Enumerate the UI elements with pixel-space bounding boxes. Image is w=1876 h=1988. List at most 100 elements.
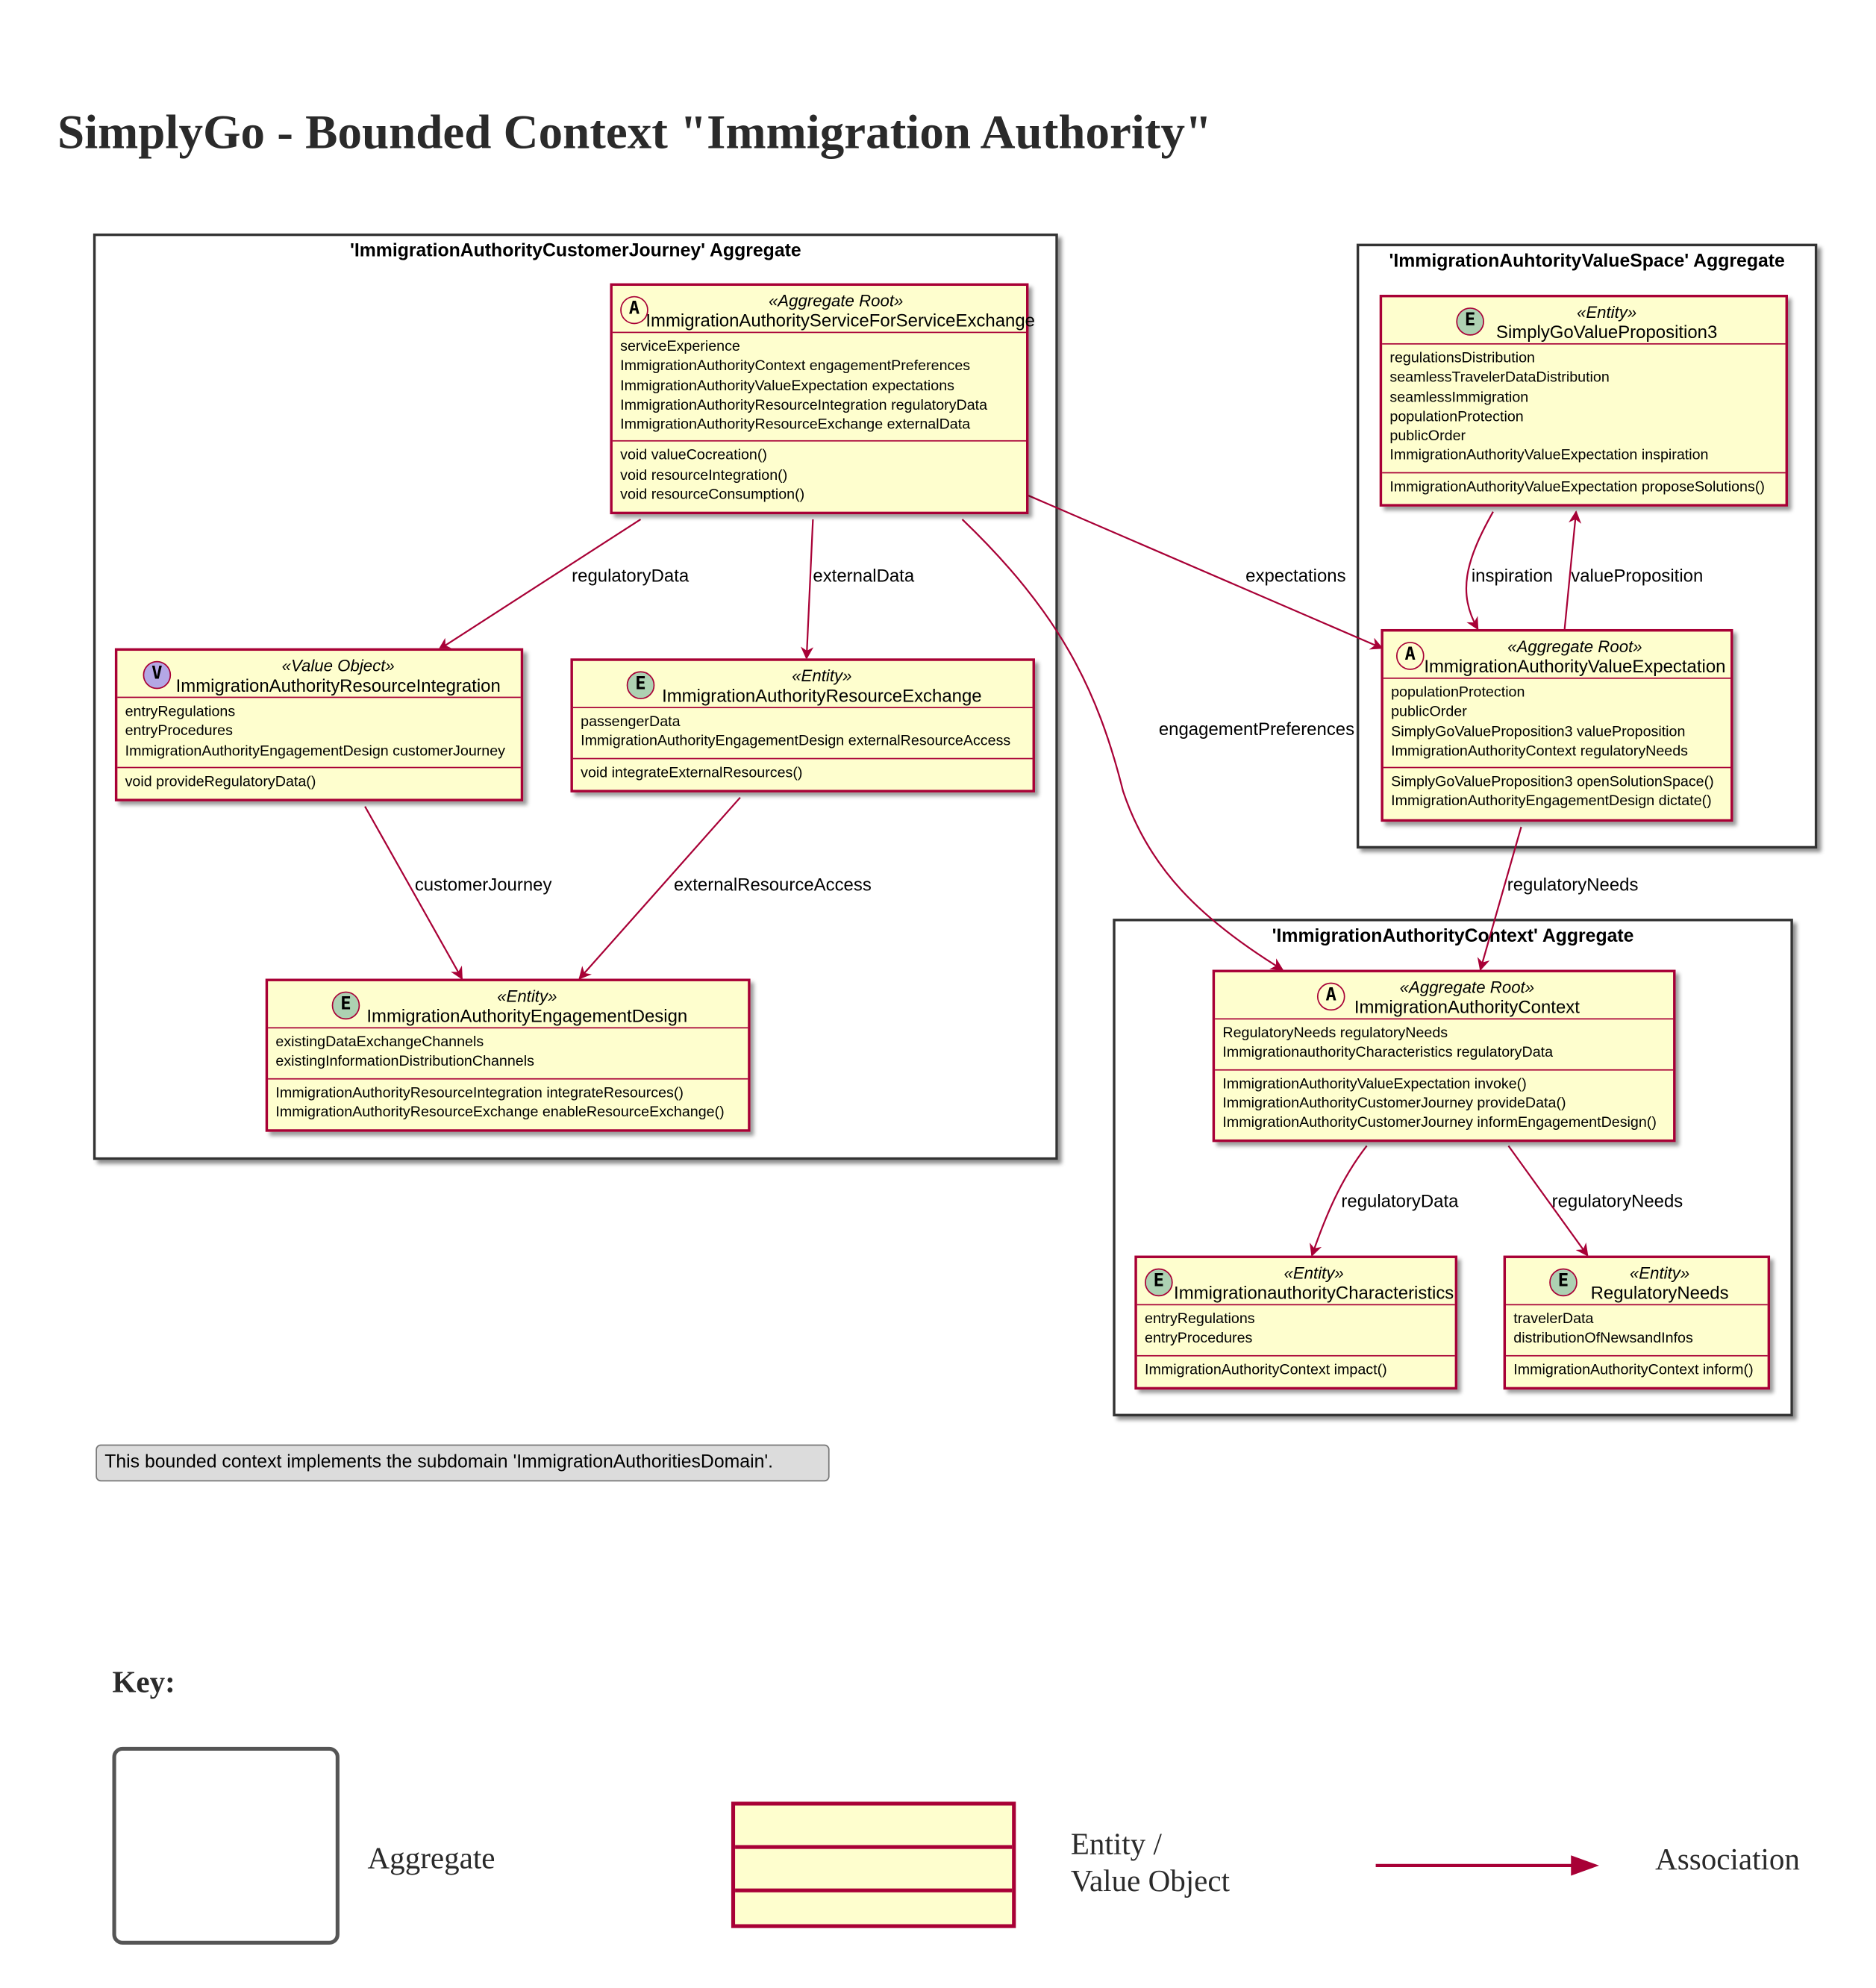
class-stereotype: «Value Object» bbox=[281, 655, 395, 675]
class-name: ImmigrationAuthorityResourceExchange bbox=[662, 685, 982, 706]
class-operations: ImmigrationAuthorityContext inform() bbox=[1506, 1356, 1768, 1387]
aggregate-root-icon: A bbox=[620, 296, 648, 325]
entity-icon: E bbox=[1145, 1268, 1173, 1297]
entity-icon: E bbox=[626, 671, 655, 700]
class-engagement-design[interactable]: E «Entity» ImmigrationAuthorityEngagemen… bbox=[265, 978, 751, 1133]
key-association-arrow-icon bbox=[1375, 1855, 1599, 1876]
class-attribute: seamlessTravelerDataDistribution bbox=[1389, 370, 1610, 386]
class-operations: ImmigrationAuthorityValueExpectation inv… bbox=[1215, 1070, 1673, 1140]
edge-ctx-regulatory-needs bbox=[1507, 1145, 1589, 1257]
class-stereotype: «Entity» bbox=[1576, 302, 1637, 322]
class-attributes: entryRegulations entryProcedures bbox=[1136, 1305, 1455, 1356]
edge-label: externalResourceAccess bbox=[673, 874, 872, 895]
class-operation: void valueCocreation() bbox=[620, 448, 767, 464]
class-operations: void provideRegulatoryData() bbox=[117, 768, 520, 799]
class-operation: ImmigrationAuthorityContext impact() bbox=[1145, 1362, 1387, 1378]
edge-inspiration bbox=[1465, 511, 1494, 631]
class-name: ImmigrationAuthorityResourceIntegration bbox=[175, 675, 501, 696]
class-attribute: seamlessImmigration bbox=[1389, 390, 1529, 406]
class-characteristics[interactable]: E «Entity» ImmigrationauthorityCharacter… bbox=[1134, 1255, 1458, 1390]
edge-customer-journey bbox=[364, 806, 463, 980]
edge-external-resource-access bbox=[578, 796, 741, 980]
edge-label: valueProposition bbox=[1571, 565, 1704, 586]
class-operation: SimplyGoValueProposition3 openSolutionSp… bbox=[1391, 775, 1714, 790]
class-operation: void resourceIntegration() bbox=[620, 468, 788, 484]
class-attribute: publicOrder bbox=[1389, 428, 1466, 445]
class-attribute: entryRegulations bbox=[1145, 1311, 1255, 1328]
entity-icon: E bbox=[1456, 307, 1484, 336]
class-stereotype: «Entity» bbox=[497, 986, 557, 1006]
edge-engagement-preferences bbox=[961, 519, 1284, 971]
edge-label: regulatoryNeeds bbox=[1551, 1190, 1683, 1211]
class-attribute: entryProcedures bbox=[1145, 1331, 1253, 1347]
edge-value-proposition bbox=[1563, 510, 1582, 630]
class-attribute: populationProtection bbox=[1391, 685, 1525, 701]
class-name: ImmigrationauthorityCharacteristics bbox=[1174, 1282, 1454, 1303]
class-attribute: serviceExperience bbox=[620, 339, 740, 355]
key-entity-swatch bbox=[731, 1801, 1016, 1928]
key-aggregate-swatch bbox=[112, 1746, 340, 1945]
class-attribute: ImmigrationAuthorityValueExpectation exp… bbox=[620, 378, 955, 394]
bounded-context-note: This bounded context implements the subd… bbox=[96, 1444, 830, 1482]
class-operation: ImmigrationAuthorityResourceExchange ena… bbox=[275, 1104, 725, 1121]
entity-icon: E bbox=[331, 991, 360, 1020]
entity-icon: E bbox=[1549, 1268, 1578, 1297]
class-name: ImmigrationAuthorityEngagementDesign bbox=[366, 1005, 688, 1026]
aggregate-title: 'ImmigrationAuthorityContext' Aggregate bbox=[1272, 926, 1634, 947]
edge-label: engagementPreferences bbox=[1158, 718, 1355, 740]
class-attribute: ImmigrationAuthorityContext engagementPr… bbox=[620, 358, 971, 375]
class-operations: ImmigrationAuthorityResourceIntegration … bbox=[268, 1079, 748, 1130]
class-attribute: SimplyGoValueProposition3 valuePropositi… bbox=[1391, 724, 1686, 740]
class-operation: void resourceConsumption() bbox=[620, 487, 805, 503]
key-entity-label-line2: Value Object bbox=[1070, 1865, 1230, 1899]
class-operation: void integrateExternalResources() bbox=[581, 765, 803, 781]
class-attribute: entryRegulations bbox=[125, 704, 236, 720]
edge-expectations bbox=[1027, 494, 1383, 650]
class-stereotype: «Aggregate Root» bbox=[1507, 637, 1642, 656]
class-operation: ImmigrationAuthorityResourceIntegration … bbox=[275, 1085, 684, 1101]
edge-label: regulatoryData bbox=[1341, 1190, 1459, 1211]
class-name: RegulatoryNeeds bbox=[1590, 1282, 1729, 1303]
edge-label: inspiration bbox=[1471, 565, 1554, 586]
key-entity-label-line1: Entity / bbox=[1070, 1828, 1162, 1862]
class-name: ImmigrationAuthorityServiceForServiceExc… bbox=[645, 310, 1035, 331]
class-attribute: ImmigrationAuthorityEngagementDesign ext… bbox=[581, 734, 1011, 750]
page-title: SimplyGo - Bounded Context "Immigration … bbox=[57, 105, 1213, 160]
aggregate-root-icon: A bbox=[1395, 642, 1425, 670]
class-service-exchange[interactable]: A «Aggregate Root» ImmigrationAuthorityS… bbox=[610, 283, 1035, 515]
edge-label: customerJourney bbox=[414, 874, 552, 895]
class-attribute: populationProtection bbox=[1389, 409, 1524, 425]
edge-label: regulatoryNeeds bbox=[1507, 874, 1639, 895]
class-resource-exchange[interactable]: E «Entity» ImmigrationAuthorityResourceE… bbox=[570, 658, 1035, 793]
class-operation: ImmigrationAuthorityValueExpectation pro… bbox=[1389, 479, 1765, 496]
aggregate-title: 'ImmigrationAuhtorityValueSpace' Aggrega… bbox=[1389, 251, 1785, 272]
class-operation: ImmigrationAuthorityContext inform() bbox=[1513, 1362, 1754, 1378]
class-value-proposition3[interactable]: E «Entity» SimplyGoValueProposition3 reg… bbox=[1379, 294, 1788, 507]
class-attribute: ImmigrationAuthorityEngagementDesign cus… bbox=[125, 743, 506, 759]
edge-label: regulatoryData bbox=[572, 565, 690, 586]
edge-ctx-regulatory-data bbox=[1310, 1145, 1368, 1257]
value-object-icon: V bbox=[143, 660, 172, 690]
class-authority-context[interactable]: A «Aggregate Root» ImmigrationAuthorityC… bbox=[1212, 969, 1676, 1143]
edge-label: externalData bbox=[813, 565, 915, 586]
class-operation: ImmigrationAuthorityValueExpectation inv… bbox=[1222, 1076, 1527, 1092]
class-operation: ImmigrationAuthorityCustomerJourney info… bbox=[1222, 1115, 1657, 1131]
class-operation: void provideRegulatoryData() bbox=[125, 774, 316, 790]
class-operation: ImmigrationAuthorityEngagementDesign dic… bbox=[1391, 794, 1712, 810]
class-resource-integration[interactable]: V «Value Object» ImmigrationAuthorityRes… bbox=[114, 648, 524, 802]
class-operations: void integrateExternalResources() bbox=[573, 759, 1033, 790]
class-value-expectation[interactable]: A «Aggregate Root» ImmigrationAuthorityV… bbox=[1381, 628, 1733, 822]
class-attribute: ImmigrationAuthorityContext regulatoryNe… bbox=[1391, 743, 1689, 760]
class-attribute: passengerData bbox=[581, 714, 681, 731]
class-attribute: ImmigrationAuthorityResourceExchange ext… bbox=[620, 417, 971, 433]
class-name: ImmigrationAuthorityContext bbox=[1354, 996, 1580, 1017]
class-attribute: existingInformationDistributionChannels bbox=[275, 1054, 534, 1070]
class-name: SimplyGoValueProposition3 bbox=[1495, 321, 1718, 343]
class-stereotype: «Entity» bbox=[1284, 1263, 1344, 1283]
